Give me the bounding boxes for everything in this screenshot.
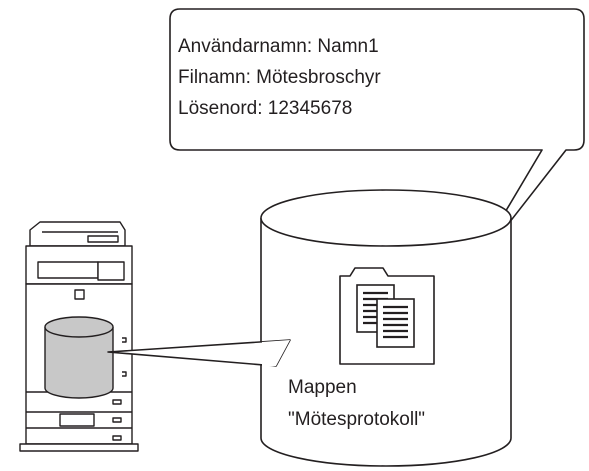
storage-link-callout bbox=[107, 339, 291, 367]
callout-username-line: Användarnamn: Namn1 bbox=[178, 36, 379, 57]
callout-filename-line: Filnamn: Mötesbroschyr bbox=[178, 67, 381, 88]
credentials-callout: Användarnamn: Namn1 Filnamn: Mötesbrosch… bbox=[169, 8, 585, 279]
printer-icon bbox=[19, 221, 139, 452]
documents-icon bbox=[356, 284, 415, 348]
callout-password-line: Lösenord: 12345678 bbox=[178, 98, 352, 119]
folder-label-line1: Mappen bbox=[288, 377, 357, 398]
storage-drum-icon bbox=[44, 316, 114, 399]
folder-label-line2: "Mötesprotokoll" bbox=[288, 409, 425, 430]
